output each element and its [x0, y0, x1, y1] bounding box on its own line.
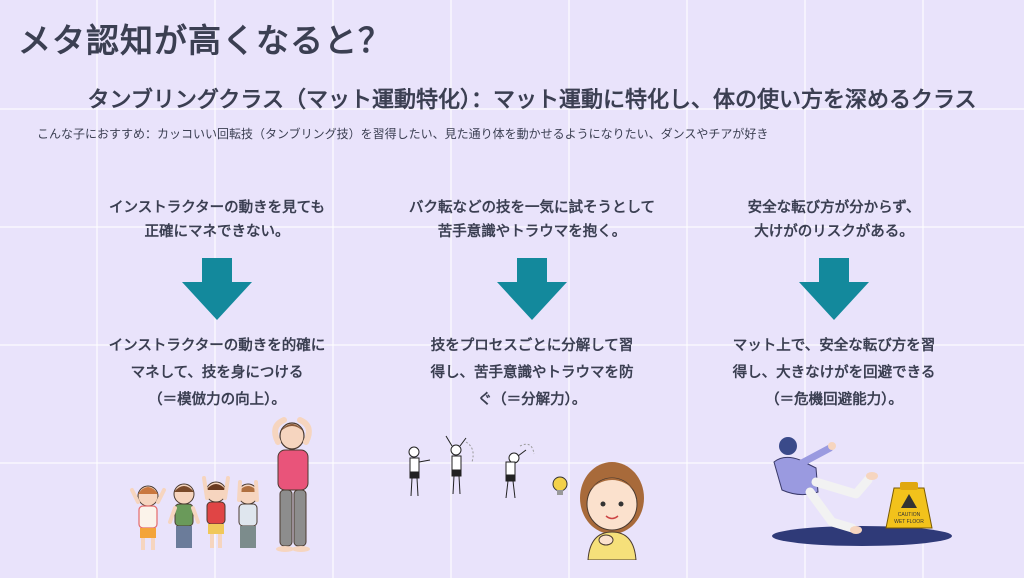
gymnast-step-1	[408, 446, 431, 497]
child-figure	[168, 483, 200, 548]
class-subtitle: タンブリングクラス（マット運動特化）：マット運動に特化し、体の使い方を深めるクラ…	[87, 88, 977, 113]
result-line: マット上で、安全な転び方を習	[732, 338, 936, 354]
child-figure	[202, 476, 230, 548]
problem-text: バク転などの技を一気に試そうとして 苦手意識やトラウマを抱く。	[382, 196, 682, 244]
gymnast-step-3	[505, 443, 535, 499]
problem-line: 正確にマネできない。	[144, 224, 290, 240]
result-line: （＝模倣力の向上）。	[148, 392, 286, 408]
slipping-person-illustration: CAUTION WET FLOOR	[772, 437, 952, 546]
down-arrow-icon	[799, 258, 869, 320]
slipping-person-figure	[773, 437, 878, 534]
result-line: 得し、苦手意識やトラウマを防	[430, 365, 634, 381]
children-copying-instructor-illustration	[130, 417, 312, 552]
problem-line: 苦手意識やトラウマを抱く。	[437, 224, 627, 240]
instructor-figure	[272, 417, 312, 552]
result-line: 技をプロセスごとに分解して習	[430, 338, 634, 354]
problem-line: 大けがのリスクがある。	[754, 224, 914, 240]
down-arrow-icon	[182, 258, 252, 320]
problem-line: インストラクターの動きを見ても	[109, 200, 325, 216]
result-line: インストラクターの動きを的確に	[108, 338, 326, 354]
result-text: インストラクターの動きを的確に マネして、技を身につける （＝模倣力の向上）。	[67, 333, 367, 414]
down-arrow-icon	[497, 258, 567, 320]
tumbling-steps-illustration	[408, 435, 644, 560]
gymnast-step-2	[445, 435, 474, 495]
thinking-girl-figure	[580, 462, 644, 560]
result-line: 得し、大きなけがを回避できる	[732, 365, 936, 381]
problem-line: 安全な転び方が分からず、	[747, 200, 921, 216]
result-text: 技をプロセスごとに分解して習 得し、苦手意識やトラウマを防 ぐ（＝分解力）。	[382, 333, 682, 414]
sign-wet-floor-text: WET FLOOR	[894, 519, 924, 525]
result-line: （＝危機回避能力）。	[765, 392, 903, 408]
result-text: マット上で、安全な転び方を習 得し、大きなけがを回避できる （＝危機回避能力）。	[684, 333, 984, 414]
problem-text: インストラクターの動きを見ても 正確にマネできない。	[67, 196, 367, 244]
sign-caution-text: CAUTION	[898, 512, 921, 518]
problem-line: バク転などの技を一気に試そうとして	[408, 200, 656, 216]
result-line: ぐ（＝分解力）。	[477, 392, 587, 408]
wet-floor-sign-icon: CAUTION WET FLOOR	[885, 482, 933, 529]
child-figure	[130, 485, 166, 550]
problem-text: 安全な転び方が分からず、 大けがのリスクがある。	[684, 196, 984, 244]
lightbulb-icon	[552, 476, 568, 495]
result-line: マネして、技を身につける	[130, 365, 304, 381]
water-puddle	[772, 526, 952, 546]
page-title: メタ認知が高くなると？	[18, 21, 392, 60]
recommendation-text: こんな子におすすめ：カッコいい回転技（タンブリング技）を習得したい、見た通り体を…	[37, 127, 769, 141]
child-figure	[237, 480, 259, 548]
